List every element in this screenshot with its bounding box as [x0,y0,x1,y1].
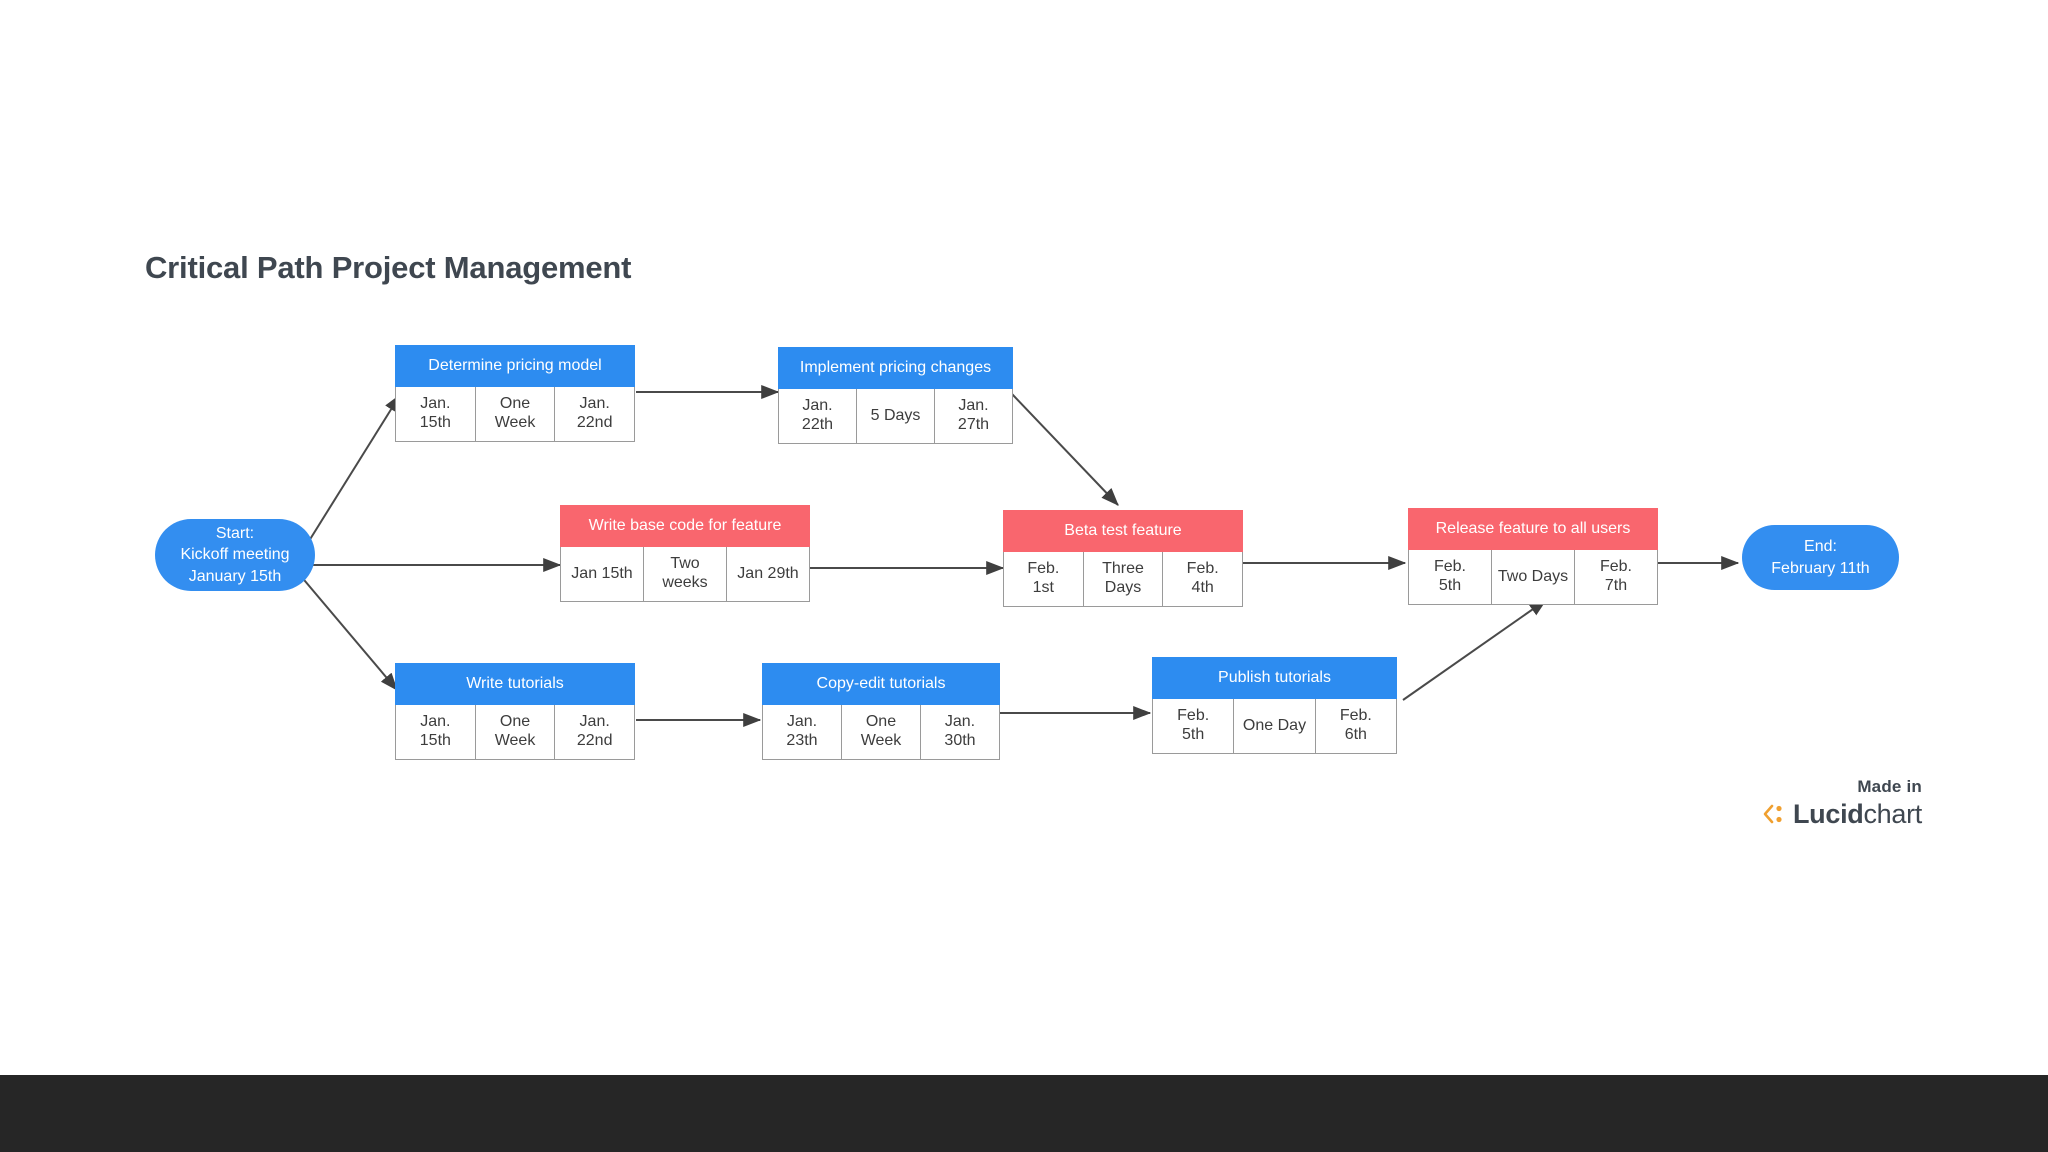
task-node-implement-pricing-changes[interactable]: Implement pricing changes Jan. 22th 5 Da… [778,347,1013,444]
task-node-beta-test-feature[interactable]: Beta test feature Feb. 1st Three Days Fe… [1003,510,1243,607]
task-cells-write-base-code-for-feature: Jan 15th Two weeks Jan 29th [560,547,810,602]
lucidchart-text: Lucidchart [1792,798,1922,829]
lucidchart-logo-icon [1763,804,1782,824]
task-start-implement-pricing-changes: Jan. 22th [779,389,857,443]
task-finish-implement-pricing-changes: Jan. 27th [957,397,990,433]
task-node-publish-tutorials[interactable]: Publish tutorials Feb. 5th One Day Feb. … [1152,657,1397,754]
task-node-write-tutorials[interactable]: Write tutorials Jan. 15th One Week Jan. … [395,663,635,760]
task-title-release-feature-to-all-users: Release feature to all users [1408,508,1658,550]
start-node-line-2: Kickoff meeting [180,546,290,564]
task-finish-copy-edit-tutorials: Jan. 30th [944,713,976,749]
task-title-determine-pricing-model: Determine pricing model [395,345,635,387]
task-duration-copy-edit-tutorials: One Week [842,705,921,759]
task-cells-write-tutorials: Jan. 15th One Week Jan. 22nd [395,705,635,760]
task-title-publish-tutorials: Publish tutorials [1152,657,1397,699]
task-duration-write-tutorials: One Week [476,705,556,759]
lucid-bold: Lucid [1792,798,1864,829]
task-title-copy-edit-tutorials: Copy-edit tutorials [762,663,1000,705]
edge-start-to-determine-pricing [293,393,401,566]
task-duration-implement-pricing-changes: 5 Days [857,389,935,443]
task-duration-write-base-code-for-feature: Two weeks [644,547,727,601]
task-finish-write-base-code-for-feature: Jan 29th [737,564,799,582]
task-cells-implement-pricing-changes: Jan. 22th 5 Days Jan. 27th [778,389,1013,444]
bottom-bar [0,1075,2048,1152]
task-node-release-feature-to-all-users[interactable]: Release feature to all users Feb. 5th Tw… [1408,508,1658,605]
task-start-release-feature-to-all-users: Feb. 5th [1409,550,1492,604]
task-start-publish-tutorials: Feb. 5th [1153,699,1235,753]
made-in-label: Made in [1857,777,1922,796]
task-cells-release-feature-to-all-users: Feb. 5th Two Days Feb. 7th [1408,550,1658,605]
task-duration-beta-test-feature: Three Days [1084,552,1164,606]
task-node-write-base-code-for-feature[interactable]: Write base code for feature Jan 15th Two… [560,505,810,602]
task-finish-publish-tutorials: Feb. 6th [1339,707,1372,743]
task-title-write-tutorials: Write tutorials [395,663,635,705]
connector-layer [293,385,1740,727]
page-title: Critical Path Project Management [145,250,632,285]
task-finish-release-feature-to-all-users: Feb. 7th [1599,558,1632,594]
task-title-write-base-code-for-feature: Write base code for feature [560,505,810,547]
start-node-line-1: Start: [215,524,255,542]
task-cells-beta-test-feature: Feb. 1st Three Days Feb. 4th [1003,552,1243,607]
edge-implement-pricing-to-beta-test [1011,393,1119,506]
start-node[interactable]: Start: Kickoff meeting January 15th [155,519,315,591]
chart-light: chart [1863,798,1922,829]
task-start-determine-pricing-model: Jan. 15th [396,387,476,441]
lucidchart-wordmark: Lucidchart [1732,798,1922,829]
start-node-line-3: January 15th [188,567,282,585]
task-node-copy-edit-tutorials[interactable]: Copy-edit tutorials Jan. 23th One Week J… [762,663,1000,760]
edge-start-to-write-tutorials [293,567,398,691]
task-finish-determine-pricing-model: Jan. 22nd [576,395,613,431]
task-title-beta-test-feature: Beta test feature [1003,510,1243,552]
task-finish-write-tutorials: Jan. 22nd [576,713,613,749]
task-title-implement-pricing-changes: Implement pricing changes [778,347,1013,389]
task-start-write-base-code-for-feature: Jan 15th [561,547,644,601]
end-node-line-2: February 11th [1771,559,1870,577]
edge-publish-tutorials-to-release-feature [1402,599,1547,701]
task-finish-beta-test-feature: Feb. 4th [1186,560,1219,596]
task-duration-determine-pricing-model: One Week [476,387,556,441]
task-start-write-tutorials: Jan. 15th [396,705,476,759]
task-duration-release-feature-to-all-users: Two Days [1492,550,1575,604]
task-start-copy-edit-tutorials: Jan. 23th [763,705,842,759]
diagram-canvas[interactable]: Critical Path Project Management [0,0,2048,1075]
end-node-line-1: End: [1804,537,1837,555]
task-cells-copy-edit-tutorials: Jan. 23th One Week Jan. 30th [762,705,1000,760]
task-node-determine-pricing-model[interactable]: Determine pricing model Jan. 15th One We… [395,345,635,442]
task-start-beta-test-feature: Feb. 1st [1004,552,1084,606]
task-cells-determine-pricing-model: Jan. 15th One Week Jan. 22nd [395,387,635,442]
task-duration-publish-tutorials: One Day [1234,699,1316,753]
end-node[interactable]: End: February 11th [1742,525,1899,590]
task-cells-publish-tutorials: Feb. 5th One Day Feb. 6th [1152,699,1397,754]
lucidchart-attribution: Made in Lucidchart [1732,777,1922,829]
